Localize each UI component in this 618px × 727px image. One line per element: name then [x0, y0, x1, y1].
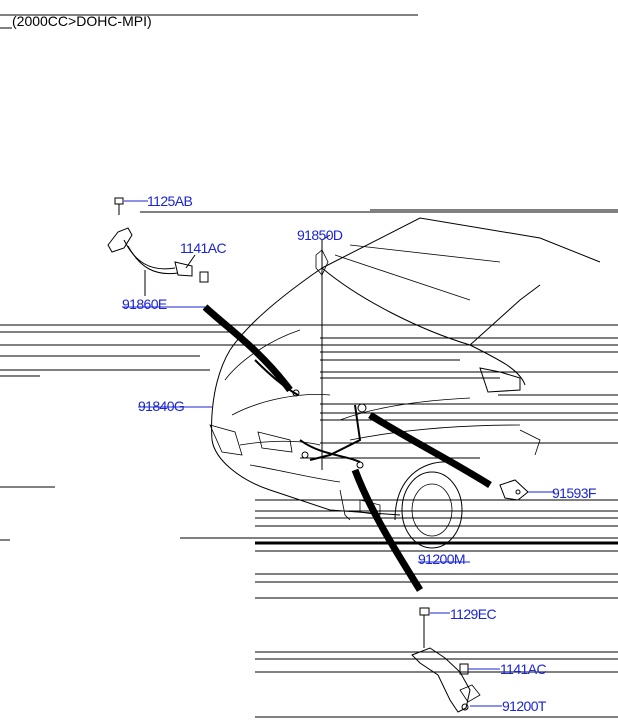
part-label-91850d: 91850D: [297, 227, 343, 243]
wiring-harness: [202, 304, 492, 592]
part-label-91593f: 91593F: [552, 485, 596, 501]
part-label-91200m: 91200M: [418, 551, 465, 567]
part-labels: 1125AB 1141AC 91850D 91860E 91840G 91593…: [122, 193, 597, 714]
leader-91850d: [321, 234, 331, 241]
ground-bracket-91200t: [411, 607, 481, 713]
part-label-91200t: 91200T: [502, 698, 547, 714]
leader-1141ac-top: [185, 254, 196, 269]
engine-spec-label: (2000CC>DOHC-MPI): [12, 13, 152, 29]
part-label-91840g: 91840G: [138, 398, 184, 414]
part-label-91860e: 91860E: [122, 296, 167, 312]
scanline-artifacts: [0, 209, 618, 718]
part-label-1141ac-bottom: 1141AC: [500, 661, 546, 677]
part-label-1129ec: 1129EC: [450, 606, 496, 622]
vehicle-front-outline: [209, 217, 601, 549]
part-label-1141ac-top: 1141AC: [180, 240, 226, 256]
part-label-1125ab: 1125AB: [147, 193, 192, 209]
connector-91593f: [499, 479, 529, 501]
ground-cable-assembly-91860e: [107, 197, 209, 296]
leader-lines: [122, 200, 555, 707]
